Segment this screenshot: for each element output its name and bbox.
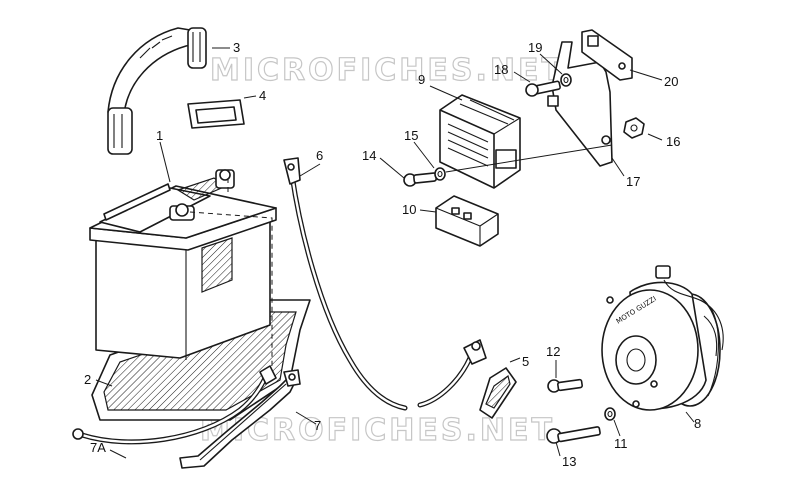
battery-cable	[283, 157, 487, 411]
callout-11: 11	[614, 436, 628, 451]
washer-11	[604, 407, 616, 421]
callout-7a: 7A	[90, 440, 106, 455]
ground-strap-7	[179, 369, 301, 469]
nut-16	[623, 117, 645, 139]
callout-20: 20	[664, 74, 678, 89]
callout-12: 12	[546, 344, 560, 359]
watermark-top: MICROFICHES.NET	[210, 53, 565, 88]
callout-17: 17	[626, 174, 640, 189]
battery-strap	[107, 27, 207, 155]
ground-cable-7a	[72, 365, 277, 445]
callout-8: 8	[694, 416, 701, 431]
battery-cap	[187, 99, 245, 129]
connector-block	[435, 195, 499, 247]
screw-18	[525, 80, 561, 97]
alternator: MOTO GUZZI	[601, 265, 724, 411]
callout-3: 3	[233, 40, 240, 55]
plate	[581, 29, 633, 81]
callout-6: 6	[316, 148, 323, 163]
callout-10: 10	[402, 202, 416, 217]
callout-19: 19	[528, 40, 542, 55]
screw-12	[547, 378, 583, 393]
washer-15	[434, 167, 446, 181]
callout-5: 5	[522, 354, 529, 369]
bolt-13	[546, 426, 601, 444]
voltage-regulator	[439, 94, 521, 189]
callout-14: 14	[362, 148, 376, 163]
callout-13: 13	[562, 454, 576, 469]
callout-7: 7	[314, 418, 321, 433]
callout-9: 9	[418, 72, 425, 87]
callout-4: 4	[259, 88, 266, 103]
battery	[89, 169, 277, 360]
callout-18: 18	[494, 62, 508, 77]
mounting-bracket	[547, 41, 613, 167]
washer-19	[560, 73, 572, 87]
screw-14	[403, 172, 437, 187]
leader-lines	[95, 47, 695, 459]
callout-2: 2	[84, 372, 91, 387]
callout-15: 15	[404, 128, 418, 143]
callout-1: 1	[156, 128, 163, 143]
callout-labels: 1 2 3 4 5 6 7 7A 8 9 10 11 12 13 14 15 1…	[84, 40, 701, 469]
callout-16: 16	[666, 134, 680, 149]
terminal-boot	[479, 367, 517, 419]
